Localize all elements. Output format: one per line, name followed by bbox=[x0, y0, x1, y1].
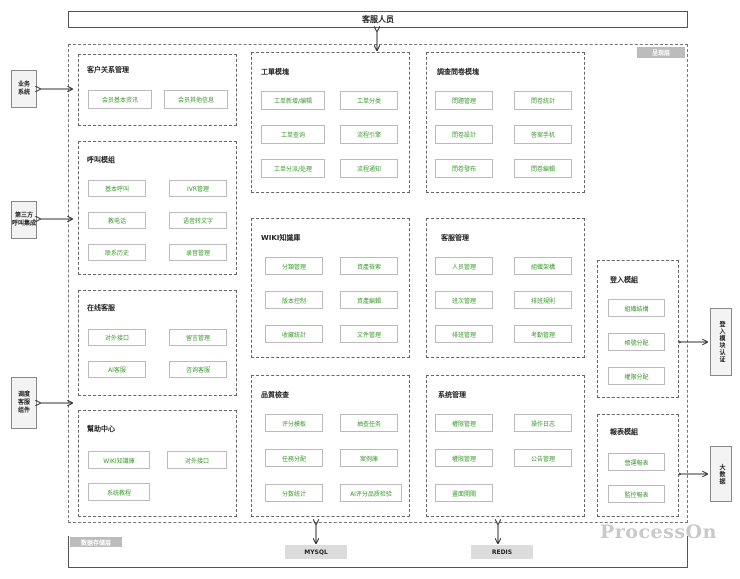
module-agent-title: 客服管理 bbox=[441, 234, 469, 242]
system-item-5[interactable]: 畫面開關 bbox=[435, 484, 493, 502]
agent-item-4[interactable]: 排班規則 bbox=[514, 291, 572, 309]
survey-item-3[interactable]: 問卷設計 bbox=[435, 125, 493, 144]
quality-item-6[interactable]: AI评分品质检验 bbox=[340, 484, 402, 502]
ticket-item-5[interactable]: 工单分派/处理 bbox=[261, 159, 325, 178]
online-item-1[interactable]: 对外接口 bbox=[88, 329, 146, 346]
third-party-call-box: 第三方 呼叫集成 bbox=[11, 201, 37, 239]
report-item-1[interactable]: 營運報表 bbox=[608, 453, 665, 471]
module-help: 幫助中心 WIKI知識庫 对外接口 系统教程 bbox=[78, 410, 237, 517]
module-survey-title: 調查問卷模塊 bbox=[437, 68, 479, 76]
ticket-item-1[interactable]: 工单新增/编辑 bbox=[261, 91, 325, 110]
third-party-call-label: 第三方 呼叫集成 bbox=[12, 212, 37, 227]
big-data-box: 大数据 bbox=[710, 446, 732, 502]
module-help-title: 幫助中心 bbox=[87, 425, 115, 433]
quality-item-2[interactable]: 抽查任务 bbox=[340, 414, 398, 432]
module-login: 登入模組 組織結構 帳號分配 權限分配 bbox=[597, 260, 679, 398]
survey-item-1[interactable]: 問題管理 bbox=[435, 91, 493, 110]
wiki-item-5[interactable]: 收藏統計 bbox=[265, 325, 323, 343]
online-item-2[interactable]: 留言管理 bbox=[169, 329, 227, 346]
login-item-1[interactable]: 組織結構 bbox=[608, 299, 665, 317]
big-data-label: 大数据 bbox=[718, 463, 725, 485]
data-storage-layer bbox=[68, 536, 688, 568]
wiki-item-4[interactable]: 資產編輯 bbox=[340, 291, 398, 309]
data-layer-tag: 数据存储层 bbox=[70, 537, 122, 547]
dispatch-component-label: 调度 客服 组件 bbox=[17, 391, 30, 414]
agent-item-1[interactable]: 人员管理 bbox=[435, 257, 493, 275]
login-auth-box: 登入模块认证 bbox=[710, 308, 732, 376]
call-item-6[interactable]: 录音管理 bbox=[169, 244, 227, 261]
survey-item-4[interactable]: 答案手机 bbox=[514, 125, 572, 144]
module-report: 報表模組 營運報表 監控報表 bbox=[597, 414, 679, 517]
wiki-item-3[interactable]: 版本控制 bbox=[265, 291, 323, 309]
top-label: 客服人员 bbox=[362, 15, 394, 24]
agent-item-3[interactable]: 班次管理 bbox=[435, 291, 493, 309]
crm-item-2[interactable]: 会员其他信息 bbox=[164, 90, 228, 109]
system-item-4[interactable]: 公告管理 bbox=[514, 449, 572, 467]
module-wiki: WIKI知識庫 分類管理 資產檢索 版本控制 資產編輯 收藏統計 文件管理 bbox=[251, 218, 410, 358]
call-item-1[interactable]: 基本呼叫 bbox=[88, 180, 146, 197]
login-item-2[interactable]: 帳號分配 bbox=[608, 333, 665, 351]
help-item-2[interactable]: 对外接口 bbox=[167, 451, 227, 469]
mysql-db: MYSQL bbox=[285, 545, 347, 559]
module-quality: 品質檢查 评分模板 抽查任务 任務分配 案例庫 分数统计 AI评分品质检验 bbox=[251, 375, 410, 517]
module-crm-title: 客户关系管理 bbox=[87, 66, 129, 74]
help-item-3[interactable]: 系统教程 bbox=[88, 483, 150, 501]
survey-item-5[interactable]: 問卷發布 bbox=[435, 159, 493, 178]
ticket-item-6[interactable]: 流程通知 bbox=[340, 159, 398, 178]
ticket-item-4[interactable]: 流程引擎 bbox=[340, 125, 398, 144]
ticket-item-2[interactable]: 工单分类 bbox=[340, 91, 398, 110]
module-crm: 客户关系管理 会员基本资讯 会员其他信息 bbox=[78, 54, 237, 126]
call-item-5[interactable]: 联系历史 bbox=[88, 244, 146, 261]
module-online-title: 在线客服 bbox=[87, 304, 115, 312]
module-login-title: 登入模組 bbox=[610, 276, 638, 284]
quality-item-5[interactable]: 分数统计 bbox=[265, 484, 323, 502]
system-item-1[interactable]: 權限管理 bbox=[435, 414, 493, 432]
wiki-item-6[interactable]: 文件管理 bbox=[340, 325, 398, 343]
survey-item-2[interactable]: 問卷統計 bbox=[514, 91, 572, 110]
online-item-4[interactable]: 咨询客服 bbox=[169, 361, 227, 378]
module-survey: 調查問卷模塊 問題管理 問卷統計 問卷設計 答案手机 問卷發布 問卷編輯 bbox=[426, 52, 585, 193]
call-item-4[interactable]: 语音转文字 bbox=[169, 212, 227, 229]
ticket-item-3[interactable]: 工单查询 bbox=[261, 125, 325, 144]
wiki-item-2[interactable]: 資產檢索 bbox=[340, 257, 398, 275]
system-item-3[interactable]: 權限管理 bbox=[435, 449, 493, 467]
module-system: 系统管理 權限管理 操作日志 權限管理 公告管理 畫面開關 bbox=[426, 375, 585, 517]
presentation-layer-tag: 呈现层 bbox=[637, 47, 685, 58]
call-item-3[interactable]: 教电话 bbox=[88, 212, 146, 229]
agent-item-2[interactable]: 組織架構 bbox=[514, 257, 572, 275]
module-ticket: 工單模塊 工单新增/编辑 工单分类 工单查询 流程引擎 工单分派/处理 流程通知 bbox=[251, 52, 410, 193]
module-quality-title: 品質檢查 bbox=[261, 391, 289, 399]
redis-db: REDIS bbox=[471, 545, 533, 559]
report-item-2[interactable]: 監控報表 bbox=[608, 485, 665, 503]
module-wiki-title: WIKI知識庫 bbox=[261, 234, 301, 242]
business-system-label: 业务 系统 bbox=[17, 81, 30, 96]
wiki-item-1[interactable]: 分類管理 bbox=[265, 257, 323, 275]
online-item-3[interactable]: AI客服 bbox=[88, 361, 146, 378]
module-call: 呼叫模组 基本呼叫 IVR管理 教电话 语音转文字 联系历史 录音管理 bbox=[78, 141, 237, 275]
agent-item-5[interactable]: 排班管理 bbox=[435, 325, 493, 343]
help-item-1[interactable]: WIKI知識庫 bbox=[88, 451, 150, 469]
survey-item-6[interactable]: 問卷編輯 bbox=[514, 159, 572, 178]
module-call-title: 呼叫模组 bbox=[87, 156, 115, 164]
quality-item-3[interactable]: 任務分配 bbox=[265, 449, 323, 467]
quality-item-4[interactable]: 案例庫 bbox=[340, 449, 398, 467]
system-item-2[interactable]: 操作日志 bbox=[514, 414, 572, 432]
processon-watermark: ProcessOn bbox=[600, 521, 717, 543]
module-agent: 客服管理 人员管理 組織架構 班次管理 排班規則 排班管理 考勤管理 bbox=[426, 218, 585, 358]
crm-item-1[interactable]: 会员基本资讯 bbox=[88, 90, 152, 109]
login-auth-label: 登入模块认证 bbox=[718, 321, 725, 363]
agent-item-6[interactable]: 考勤管理 bbox=[514, 325, 572, 343]
login-item-3[interactable]: 權限分配 bbox=[608, 367, 665, 385]
business-system-box: 业务 系统 bbox=[11, 70, 37, 108]
module-ticket-title: 工單模塊 bbox=[261, 68, 289, 76]
module-online: 在线客服 对外接口 留言管理 AI客服 咨询客服 bbox=[78, 290, 237, 396]
module-report-title: 報表模組 bbox=[610, 428, 638, 436]
call-item-2[interactable]: IVR管理 bbox=[169, 180, 227, 197]
quality-item-1[interactable]: 评分模板 bbox=[265, 414, 323, 432]
module-system-title: 系统管理 bbox=[438, 391, 466, 399]
